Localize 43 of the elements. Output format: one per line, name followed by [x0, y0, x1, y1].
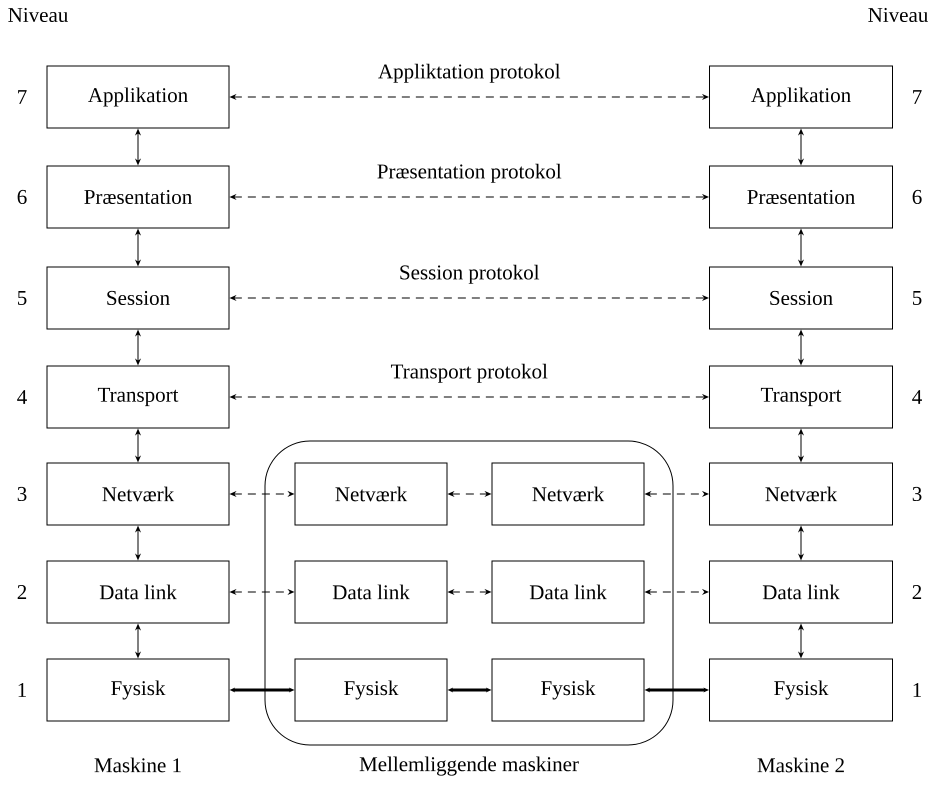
- layer-box: Transport: [46, 366, 230, 428]
- layer-box: Transport: [709, 366, 893, 428]
- level-number: 3: [912, 486, 922, 502]
- edge-label: Appliktation protokol: [376, 62, 563, 85]
- node-label: Mellemliggende maskiner: [360, 756, 579, 776]
- level-number: 1: [18, 683, 26, 697]
- layer-box: Fysisk: [492, 658, 644, 722]
- level-number: 5: [18, 291, 26, 305]
- layer-box: Netværk: [294, 462, 448, 526]
- level-number: 1: [914, 683, 921, 697]
- level-number: 5: [912, 291, 922, 305]
- column-heading: Niveau: [8, 8, 68, 22]
- machine-label: Maskine 2: [758, 758, 844, 772]
- layer-box: Applikation: [709, 66, 893, 128]
- layer-box: Præsentation: [709, 166, 893, 228]
- machine-label: Maskine 1: [94, 758, 181, 772]
- edge-label: Transport protokol: [388, 362, 550, 385]
- layer-box: Fysisk: [709, 658, 893, 722]
- layer-box: Fysisk: [46, 658, 230, 722]
- level-number: 4: [17, 390, 27, 404]
- level-number: 6: [912, 190, 922, 204]
- level-number: 7: [913, 90, 922, 104]
- level-number: 2: [18, 585, 26, 599]
- layer-box: Data link: [709, 560, 893, 624]
- layer-box: Præsentation: [46, 166, 230, 228]
- layer-box: Data link: [492, 560, 644, 624]
- layer-box: Netværk: [709, 462, 893, 526]
- layer-box: Netværk: [46, 462, 230, 526]
- column-heading: Niveau: [868, 8, 928, 22]
- level-number: 7: [18, 90, 27, 104]
- layer-box: Fysisk: [294, 658, 448, 722]
- layer-box: Applikation: [46, 66, 230, 128]
- layer-box: Session: [709, 266, 893, 330]
- edge-label: Session protokol: [396, 262, 542, 286]
- layer-box: Session: [46, 266, 230, 330]
- layer-box: Data link: [294, 560, 448, 624]
- level-number: 4: [912, 390, 922, 404]
- level-number: 3: [18, 486, 26, 502]
- layer-box: Data link: [46, 560, 230, 624]
- edge-label: Præsentation protokol: [374, 162, 564, 185]
- layer-box: Netværk: [492, 462, 644, 526]
- level-number: 6: [18, 190, 27, 204]
- level-number: 2: [912, 585, 922, 599]
